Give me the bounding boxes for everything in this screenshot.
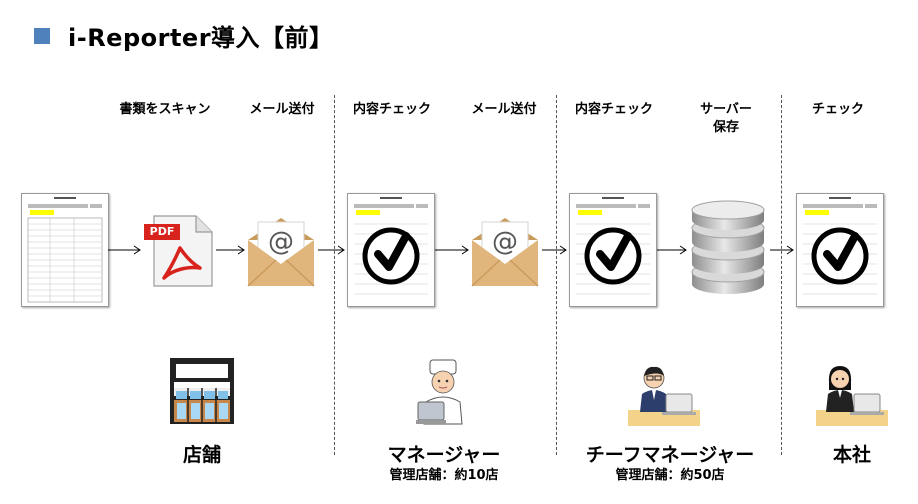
- document-icon: [796, 193, 884, 307]
- actor-name-store: 店舗: [182, 444, 221, 466]
- step-label-check-1: 内容チェック: [352, 102, 431, 117]
- actor-name-chief-manager: チーフマネージャー: [585, 444, 755, 466]
- section-divider: [781, 95, 782, 455]
- at-symbol: @: [268, 227, 294, 257]
- actor-sub-chief-manager: 管理店舗：約50店: [615, 468, 725, 483]
- chef-laptop-icon: [414, 358, 474, 428]
- actor-sub-manager: 管理店舗：約10店: [389, 468, 499, 483]
- step-label-scan: 書類をスキャン: [119, 102, 211, 117]
- email-icon: @: [246, 214, 316, 288]
- title-text: i-Reporter導入【前】: [68, 24, 334, 52]
- step-label-check-2: 内容チェック: [574, 102, 653, 117]
- document-icon: [347, 193, 435, 307]
- step-label-check-3: チェック: [811, 102, 864, 117]
- title-bullet: [34, 27, 50, 44]
- at-symbol: @: [492, 227, 518, 257]
- check-icon: [362, 227, 420, 285]
- step-label-mail-2: メール送付: [471, 102, 537, 117]
- check-icon: [584, 227, 642, 285]
- server-icon: [688, 200, 768, 296]
- store-icon: [170, 358, 234, 424]
- step-label-server: サーバー 保存: [700, 102, 752, 135]
- page-title: i-Reporter導入【前】: [34, 18, 334, 53]
- check-icon: [811, 227, 869, 285]
- pdf-icon: PDF: [144, 214, 214, 288]
- actor-name-manager: マネージャー: [387, 444, 501, 466]
- man-laptop-icon: [628, 360, 700, 426]
- section-divider: [334, 95, 335, 455]
- step-label-mail-1: メール送付: [249, 102, 315, 117]
- section-divider: [556, 95, 557, 455]
- pdf-label: PDF: [149, 225, 175, 238]
- document-icon: [569, 193, 657, 307]
- actor-name-headquarters: 本社: [832, 444, 871, 466]
- woman-laptop-icon: [816, 360, 888, 426]
- email-icon: @: [470, 214, 540, 288]
- document-icon: [21, 193, 109, 307]
